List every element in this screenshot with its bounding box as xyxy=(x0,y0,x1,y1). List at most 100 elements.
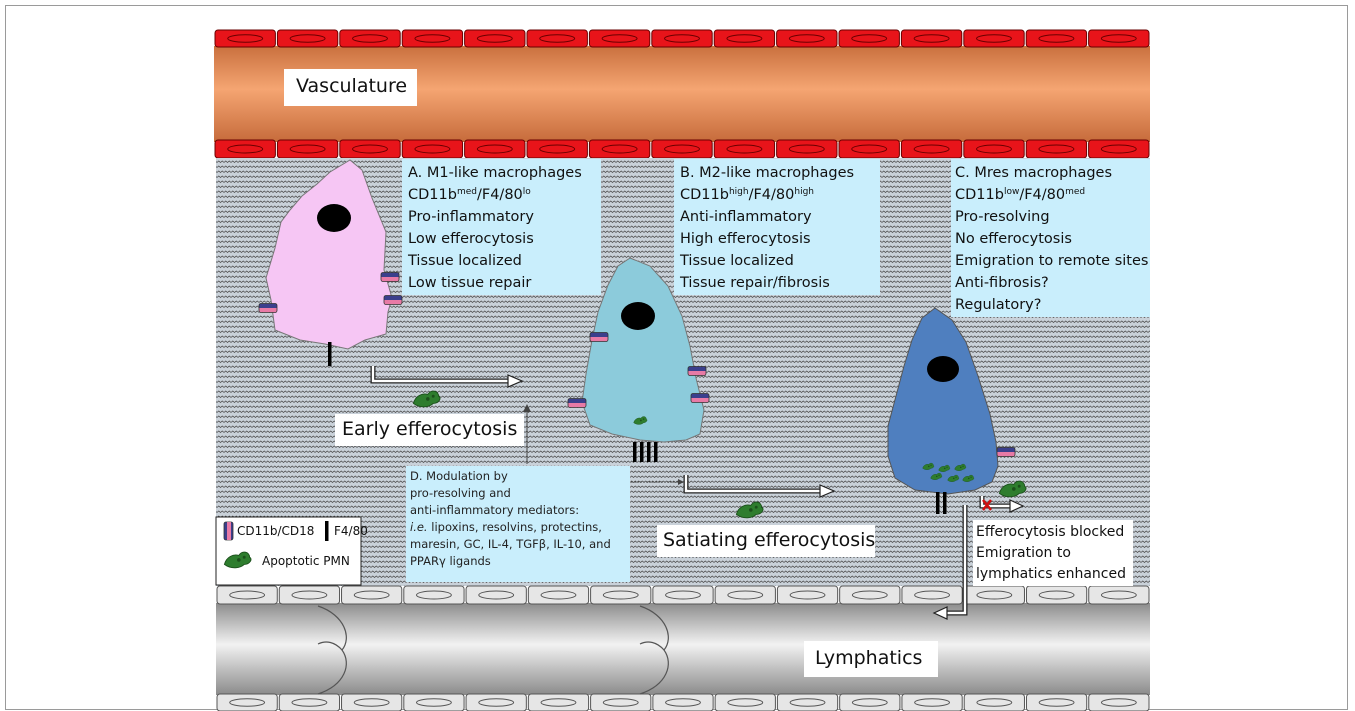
m2-cd11b-receptor xyxy=(589,332,609,342)
endothelial-cell xyxy=(901,585,963,605)
mres-description-box: C. Mres macrophages CD11blow/F4/80med Pr… xyxy=(951,159,1150,317)
endothelial-cell xyxy=(651,29,713,48)
endothelial-nucleus xyxy=(727,590,764,600)
endothelial-cell xyxy=(963,585,1025,605)
m1-macrophage xyxy=(258,159,403,366)
endothelial-cell xyxy=(839,693,901,711)
m1-line: Pro-inflammatory xyxy=(408,209,534,225)
mres-cd11b-receptor xyxy=(996,447,1016,457)
mres-marker: CD11blow/F4/80med xyxy=(955,187,1086,203)
endothelial-cell xyxy=(838,29,900,48)
m2-cd11b-receptor xyxy=(690,393,710,403)
endothelial-cell xyxy=(838,139,900,159)
early-efferocytosis-box xyxy=(335,414,524,446)
endothelial-cell xyxy=(339,29,401,48)
endothelial-nucleus xyxy=(789,698,826,707)
endothelial-cell xyxy=(464,139,526,159)
modulation-arrow-right xyxy=(631,479,684,485)
endothelial-cell xyxy=(776,693,839,711)
m2-nucleus xyxy=(621,302,655,330)
early-efferocytosis-label: Early efferocytosis xyxy=(342,418,518,440)
endothelial-cell xyxy=(590,693,652,711)
endothelial-cell xyxy=(963,693,1025,711)
modulation-line: maresin, GC, IL-4, TGFβ, IL-10, and xyxy=(410,537,611,551)
endothelial-cell xyxy=(276,139,339,159)
endothelial-nucleus xyxy=(229,698,266,707)
m1-f480 xyxy=(328,342,332,366)
mres-line: Emigration to remote sites xyxy=(955,253,1149,269)
endothelial-nucleus xyxy=(1100,698,1137,707)
m2-cd11b-receptor xyxy=(567,398,587,408)
endothelial-cell xyxy=(403,693,465,711)
endothelial-nucleus xyxy=(415,590,452,600)
endothelial-nucleus xyxy=(415,698,452,707)
modulation-box: D. Modulation by pro-resolving and anti-… xyxy=(406,466,630,582)
endothelial-cell xyxy=(588,139,651,159)
endothelial-cell xyxy=(527,585,590,605)
endothelial-nucleus xyxy=(291,590,328,600)
endothelial-cell xyxy=(713,139,776,159)
endothelial-cell xyxy=(526,29,588,48)
endothelial-cell xyxy=(651,139,713,159)
modulation-line: anti-inflammatory mediators: xyxy=(410,503,580,517)
endothelial-nucleus xyxy=(1038,34,1075,43)
endothelial-nucleus xyxy=(414,34,451,43)
vasculature-label: Vasculature xyxy=(296,75,408,97)
endothelial-cell xyxy=(339,139,401,159)
endothelial-nucleus xyxy=(1038,698,1075,707)
endothelial-cell xyxy=(1088,139,1150,159)
endothelial-cell xyxy=(901,693,963,711)
modulation-line: D. Modulation by xyxy=(410,469,508,483)
satiating-efferocytosis-arrow xyxy=(683,475,836,498)
m1-line: Low efferocytosis xyxy=(408,231,534,247)
endothelial-nucleus xyxy=(976,34,1012,43)
endothelial-cell xyxy=(776,585,839,605)
endothelial-nucleus xyxy=(602,590,639,600)
endothelial-nucleus xyxy=(914,698,951,707)
endothelial-cell xyxy=(1088,693,1150,711)
endothelial-nucleus xyxy=(851,590,888,600)
endothelial-nucleus xyxy=(914,590,951,600)
endothelial-nucleus xyxy=(539,144,576,154)
endothelial-nucleus xyxy=(353,698,390,707)
endothelial-cell xyxy=(401,139,464,159)
mres-line: Anti-fibrosis? xyxy=(955,275,1049,291)
legend-f480-icon xyxy=(325,521,329,541)
endothelial-cell xyxy=(839,585,901,605)
endothelial-cell xyxy=(526,139,588,159)
lymphatics-label: Lymphatics xyxy=(815,647,923,669)
blocked-line: Emigration to xyxy=(976,545,1071,561)
endothelial-nucleus xyxy=(913,34,950,43)
legend-pmn-label: Apoptotic PMN xyxy=(262,554,350,568)
endothelial-cell xyxy=(341,585,403,605)
mres-nucleus xyxy=(927,356,959,382)
endothelial-cell xyxy=(652,693,714,711)
m2-description-box: B. M2-like macrophages CD11bhigh/F4/80hi… xyxy=(674,159,880,295)
endothelial-nucleus xyxy=(913,144,950,154)
endothelial-cell xyxy=(214,139,276,159)
endothelial-nucleus xyxy=(352,34,388,43)
endothelial-cell xyxy=(465,693,527,711)
legend-f480-label: F4/80 xyxy=(334,524,368,538)
modulation-line: PPARγ ligands xyxy=(410,554,491,568)
vasculature-label-box xyxy=(284,69,417,106)
endothelial-nucleus xyxy=(789,590,826,600)
endothelial-nucleus xyxy=(601,34,638,43)
endothelial-nucleus xyxy=(353,590,390,600)
endothelial-cell xyxy=(963,29,1025,48)
m2-macrophage xyxy=(567,257,710,462)
mres-macrophage xyxy=(887,307,1016,514)
blocked-description-box: Efferocytosis blocked Emigration to lymp… xyxy=(973,520,1133,586)
satiating-efferocytosis-box xyxy=(657,525,875,557)
legend-box xyxy=(215,516,362,586)
endothelial-cell xyxy=(214,29,276,48)
lymphatic-endothelium-bottom xyxy=(216,693,1150,711)
m1-cd11b-receptor xyxy=(380,272,400,282)
lymphatics-label-box xyxy=(804,641,938,677)
endothelial-cell xyxy=(401,29,464,48)
emigration-to-lymphatics-arrow xyxy=(932,505,968,620)
endothelial-nucleus xyxy=(352,144,388,154)
endothelial-cell xyxy=(278,693,341,711)
endothelial-cell xyxy=(216,693,278,711)
mres-line: Regulatory? xyxy=(955,297,1042,313)
